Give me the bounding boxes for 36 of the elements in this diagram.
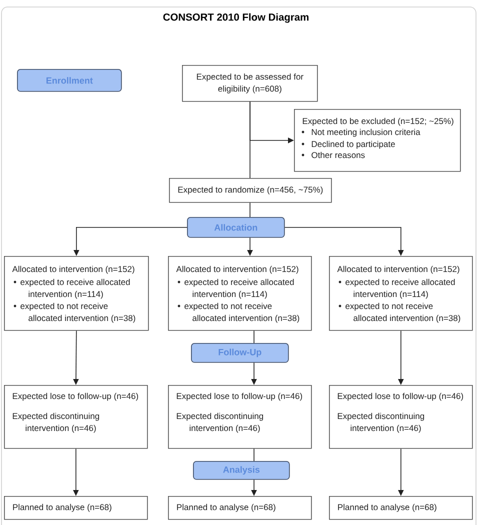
stage-box: Allocation xyxy=(187,217,285,238)
box-text: Expected lose to follow-up (n=46) xyxy=(338,392,464,401)
box-text: Allocated to intervention (n=152) xyxy=(12,266,134,274)
process-box xyxy=(168,256,312,331)
diagram-title: CONSORT 2010 Flow Diagram xyxy=(163,13,308,23)
box-text: Allocated to intervention (n=152) xyxy=(176,266,298,274)
box-text: Expected discontinuing intervention (n=46) xyxy=(338,412,424,433)
stage-box: Enrollment xyxy=(17,69,122,92)
box-text: Expected lose to follow-up (n=46) xyxy=(12,392,138,401)
list-item: expected to not receive allocated intervention (n=38) xyxy=(346,302,460,323)
process-box xyxy=(329,256,473,331)
list-item: expected to not receive allocated intervention (n=38) xyxy=(184,302,300,323)
process-box xyxy=(329,385,473,449)
list-item: Declined to participate xyxy=(312,140,395,149)
list-item: expected to not receive allocated intervention (n=38) xyxy=(20,302,136,323)
process-box xyxy=(4,385,148,449)
process-box xyxy=(168,385,312,449)
list-item: expected to receive allocated intervention (n=114) xyxy=(346,278,455,299)
box-text: Expected discontinuing intervention (n=46) xyxy=(12,412,100,433)
process-box xyxy=(4,256,149,331)
process-box: Expected to be assessed for eligibility (n=608) xyxy=(182,65,318,102)
list-item: expected to receive allocated intervention (n=114) xyxy=(20,278,130,299)
list-item: Other reasons xyxy=(312,152,365,158)
process-box: Planned to analyse (n=68) xyxy=(329,496,473,520)
box-text: Expected to be excluded (n=152; ~25%) xyxy=(302,118,454,126)
process-box: Planned to analyse (n=68) xyxy=(4,496,148,520)
stage-box: Analysis xyxy=(193,461,290,480)
box-text: Expected discontinuing intervention (n=46) xyxy=(176,412,264,433)
list-item: expected to receive allocated intervention (n=114) xyxy=(184,278,294,299)
list-item: Not meeting inclusion criteria xyxy=(312,128,420,137)
process-box xyxy=(294,109,461,172)
stage-box: Follow-Up xyxy=(191,343,289,363)
box-text: Expected lose to follow-up (n=46) xyxy=(176,392,302,401)
box-text: Allocated to intervention (n=152) xyxy=(337,266,460,274)
process-box: Expected to randomize (n=456, ~75%) xyxy=(169,178,332,203)
process-box: Planned to analyse (n=68) xyxy=(168,496,312,520)
